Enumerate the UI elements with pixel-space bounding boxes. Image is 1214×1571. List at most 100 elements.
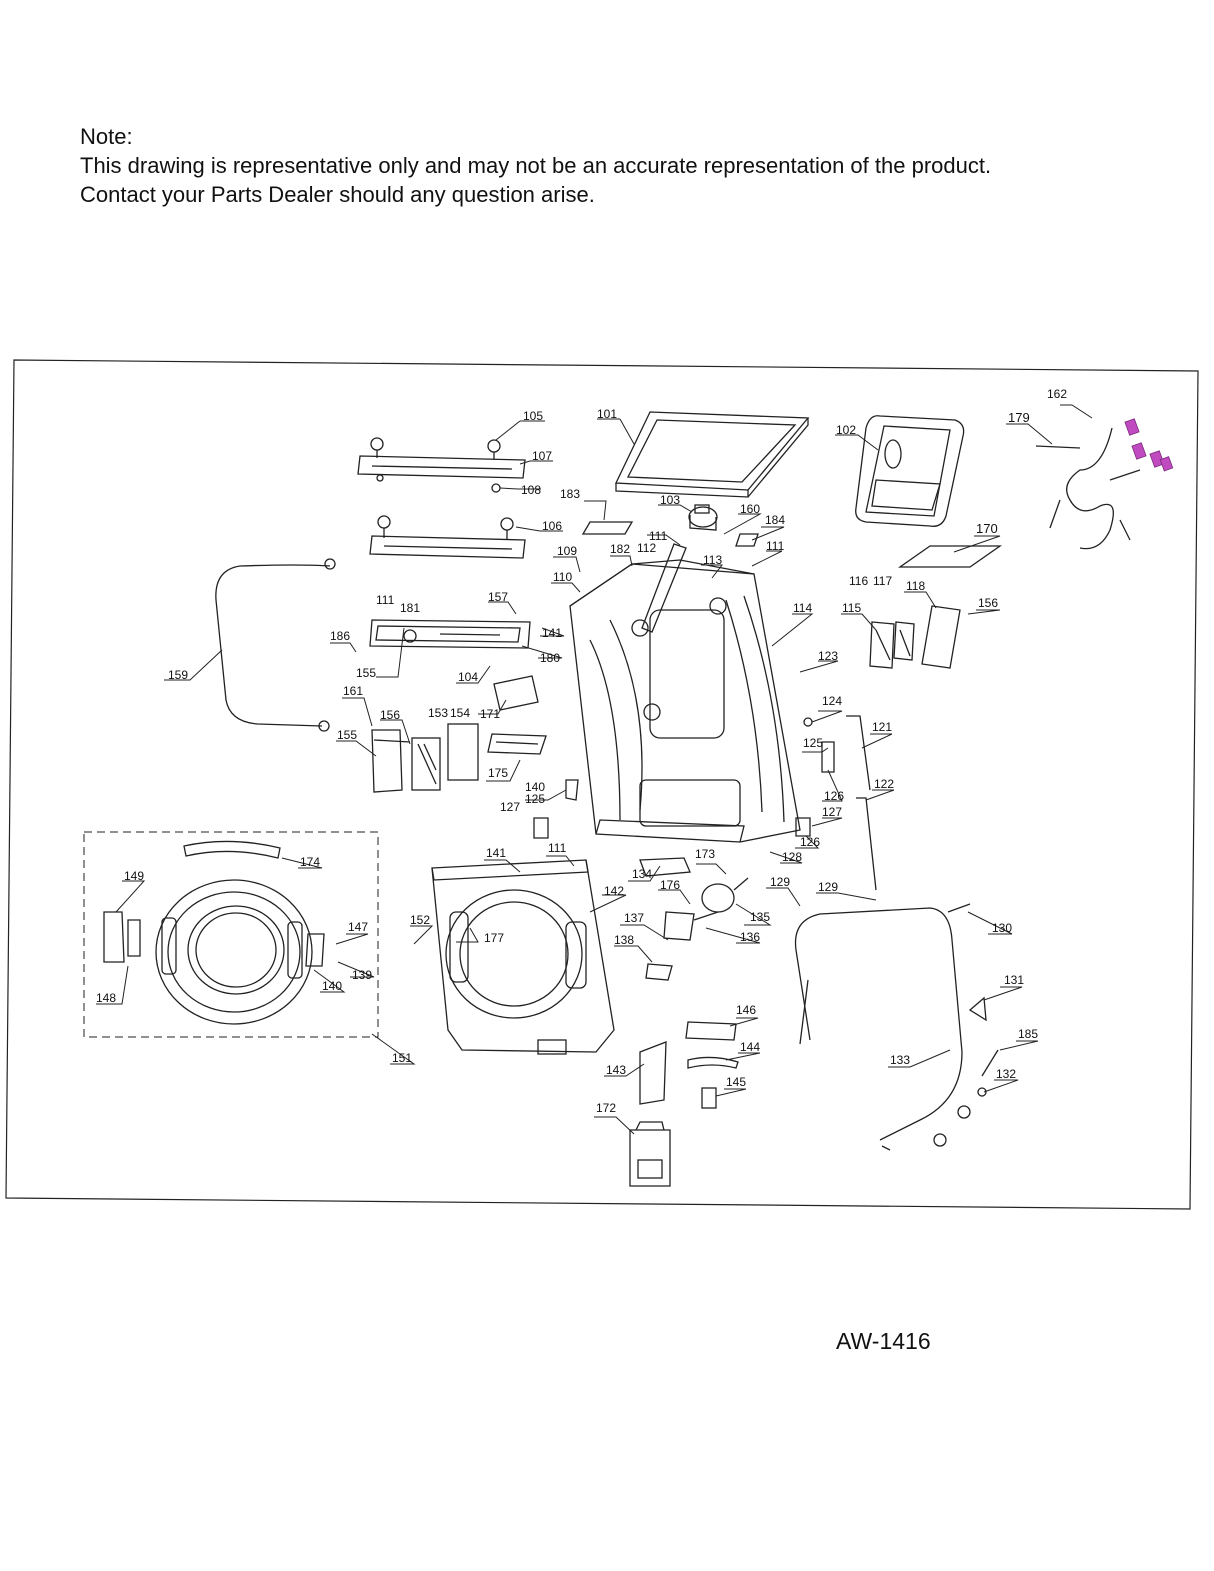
callout-117: 117 [873,574,892,588]
front-panel-part [431,859,615,1055]
callout-109: 109 [557,544,577,558]
cabinet-rail-part [641,543,687,633]
callout-184: 183 [560,487,580,501]
callout-161: 161 [343,684,363,698]
callout-181: 182 [610,542,630,556]
callout-159: 159 [168,668,188,682]
label-part [735,533,759,547]
main-control-board [869,605,961,669]
callout-148: 147 [348,920,368,934]
callout-124: 124 [822,694,842,708]
clamp-part [803,717,813,727]
callout-139: 139 [352,968,372,982]
callout-140: 140 [322,979,342,993]
callout-152: 152 [410,913,430,927]
callout-176: 176 [660,878,680,892]
callout-170: 170 [976,521,998,536]
callout-111c: 111 [376,593,395,607]
callout-134: 134 [632,867,652,881]
callout-118: 118 [906,579,925,593]
manual-sheet-part [897,545,1003,568]
callout-132: 132 [996,1067,1016,1081]
callout-129: 129 [770,875,790,889]
door-assembly-box [83,831,379,1038]
card-part [581,521,634,535]
top-panel-part [614,411,810,498]
callout-156: 156 [380,708,400,722]
power-cord-part [215,564,331,727]
damper-part [846,715,871,791]
callout-156b: 156 [978,596,998,610]
diagram-frame [5,359,1199,1210]
callout-153: 153 [428,706,448,720]
callout-113: 113 [703,553,722,567]
heater-assembly-part [639,1021,739,1109]
rear-bracket-upper [357,437,526,493]
callout-155: 155 [337,728,357,742]
cabinet-part [569,559,801,843]
callout-171: 171 [480,707,500,721]
bracket-part [639,857,691,877]
dispenser-valve-part [688,504,718,531]
harness-connectors [1124,418,1174,472]
callout-149: 148 [96,991,116,1005]
callout-144: 143 [606,1063,626,1077]
callout-125b: 125 [803,736,823,750]
callout-150: 149 [124,869,144,883]
callout-108: 108 [521,483,541,497]
control-board-assembly [371,723,479,793]
callout-154: 154 [450,706,470,720]
disclaimer-note: Note: This drawing is representative onl… [80,122,991,209]
callout-103: 103 [660,493,680,507]
callout-137: 137 [624,911,644,925]
drain-pump-part [663,877,749,941]
callout-143: 142 [604,884,624,898]
callout-127: 127 [500,800,520,814]
filter-cover-part [645,963,673,981]
callout-186: 186 [330,629,350,643]
callout-112: 112 [637,541,656,555]
callout-114: 114 [793,601,812,615]
document-id: AW-1416 [836,1328,931,1354]
callout-185: 184 [765,513,785,527]
callout-101: 101 [597,407,617,421]
callout-125: 125 [525,792,545,806]
callout-136: 136 [740,930,760,944]
callout-129b: 129 [818,880,838,894]
callout-111: 111 [649,529,668,543]
callout-158: 155 [356,666,376,680]
callout-126: 126 [824,789,844,803]
callout-116: 116 [849,574,868,588]
callout-102: 102 [836,423,856,437]
callout-107: 107 [532,449,552,463]
note-line-2: Contact your Parts Dealer should any que… [80,182,595,207]
callout-111b: 111 [766,539,785,553]
door-ring-part [155,879,313,1025]
rear-bracket-lower [369,515,526,559]
note-line-1: This drawing is representative only and … [80,153,992,178]
wire-harness-part [1049,427,1141,550]
callout-175: 175 [488,766,508,780]
door-trim-part [183,840,281,859]
callout-128: 128 [782,850,802,864]
callout-183: 185 [1018,1027,1038,1041]
callout-162: 162 [1047,387,1067,401]
callout-121: 121 [872,720,892,734]
door-hinge-part [103,911,125,963]
callout-111d: 111 [548,841,567,855]
callout-110: 110 [553,570,572,584]
dispenser-drawer-part [487,675,547,755]
control-panel-part [369,619,531,649]
callout-138: 138 [614,933,634,947]
callout-147: 146 [736,1003,756,1017]
callout-106: 106 [542,519,562,533]
callout-177: 177 [484,931,504,945]
door-lock-part [305,933,325,967]
leader-lines [96,404,1093,1135]
callout-157: 157 [488,590,508,604]
callout-labels: 105 101 102 107 108 106 103 160 183 184 … [96,387,1067,1115]
callout-105: 105 [523,409,543,423]
note-heading: Note: [80,124,133,149]
callout-131: 131 [1004,973,1024,987]
